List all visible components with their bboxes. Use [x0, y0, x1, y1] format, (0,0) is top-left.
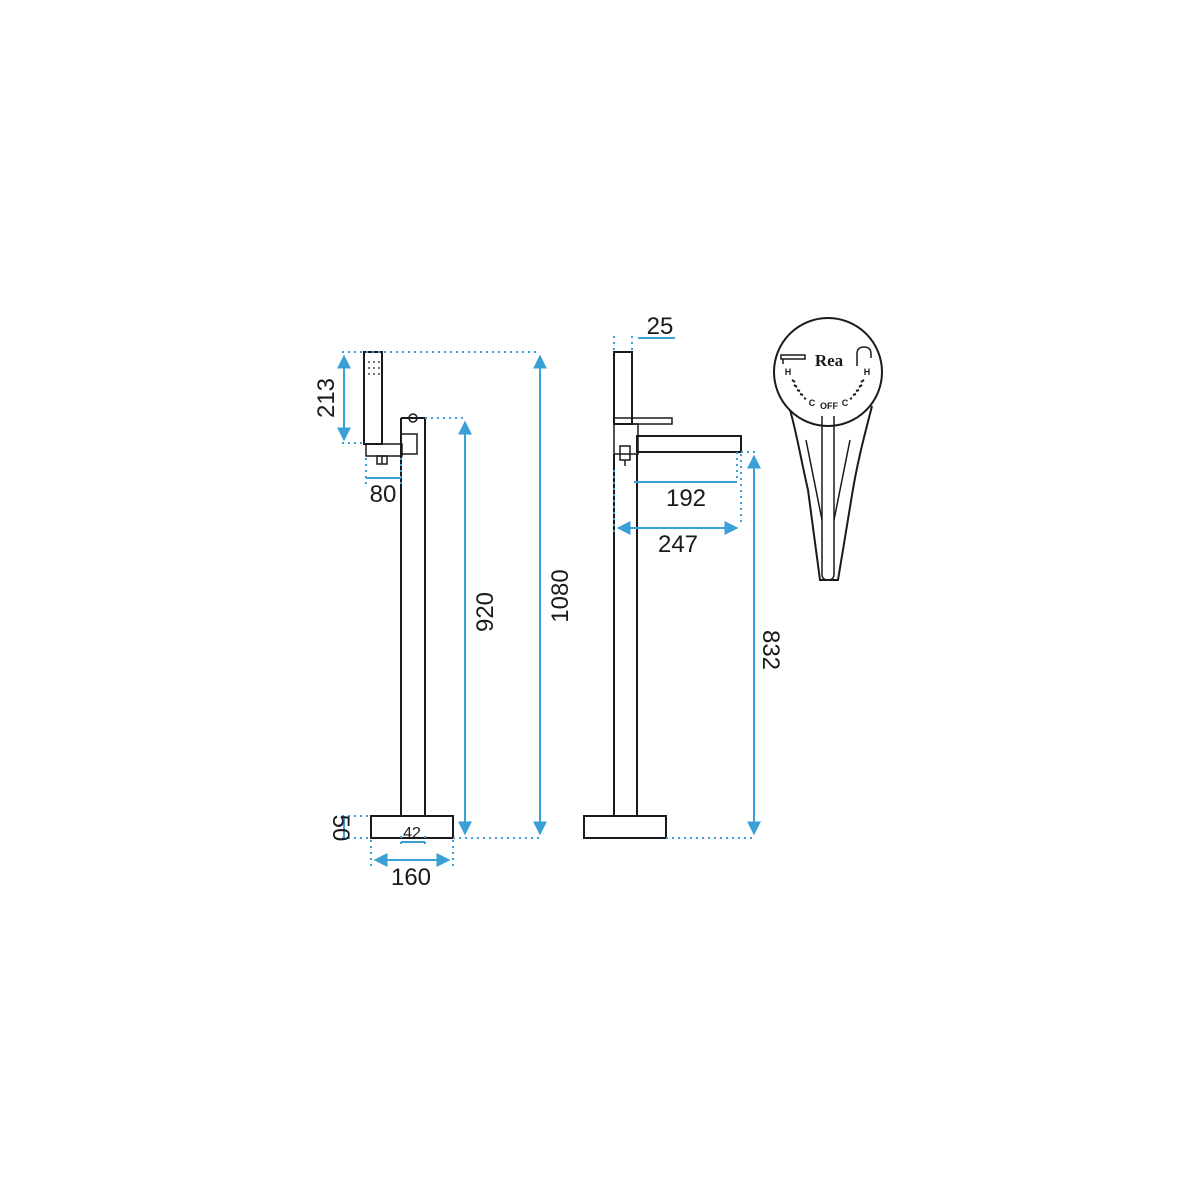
- front-base-plate: [370, 815, 454, 839]
- front-body-block: [400, 433, 418, 455]
- front-hand-shower: [363, 351, 383, 445]
- hot-label-right: H: [864, 367, 871, 377]
- brand-logo: Rea: [815, 351, 844, 370]
- side-hand-shower: [613, 351, 633, 425]
- label-160: 160: [391, 864, 431, 891]
- side-spout: [636, 435, 742, 453]
- temperature-scale: [791, 379, 865, 400]
- label-42: 42: [403, 825, 421, 842]
- handle-lever-slot: [821, 416, 835, 581]
- side-base-plate: [583, 815, 667, 839]
- front-shower-bracket: [365, 443, 403, 457]
- label-80: 80: [370, 481, 397, 508]
- label-25: 25: [647, 313, 674, 340]
- label-832: 832: [757, 630, 784, 670]
- front-knob: [408, 413, 418, 423]
- label-192: 192: [666, 485, 706, 512]
- side-body: [613, 423, 639, 455]
- side-view: 25 192 247 832: [583, 313, 784, 839]
- front-shower-nut: [376, 455, 388, 465]
- side-handle-lever: [613, 417, 673, 425]
- handle-lever-body: [789, 405, 873, 581]
- cold-label-right: C: [842, 398, 849, 408]
- label-50: 50: [327, 815, 354, 842]
- label-247: 247: [658, 531, 698, 558]
- shower-nozzle-dots: [368, 361, 380, 375]
- handle-disc: [773, 317, 883, 427]
- front-view: 213 80 920 1080 50 42 160: [313, 351, 574, 891]
- bath-spout-icon: [780, 354, 806, 364]
- label-920: 920: [472, 592, 499, 632]
- cold-label-left: C: [809, 398, 816, 408]
- shower-hook-icon: [856, 346, 872, 366]
- hot-label-left: H: [785, 367, 792, 377]
- off-label: OFF: [820, 401, 838, 411]
- label-213: 213: [313, 378, 340, 418]
- label-1080: 1080: [547, 569, 574, 622]
- handle-view: Rea H H C C OFF: [773, 317, 883, 581]
